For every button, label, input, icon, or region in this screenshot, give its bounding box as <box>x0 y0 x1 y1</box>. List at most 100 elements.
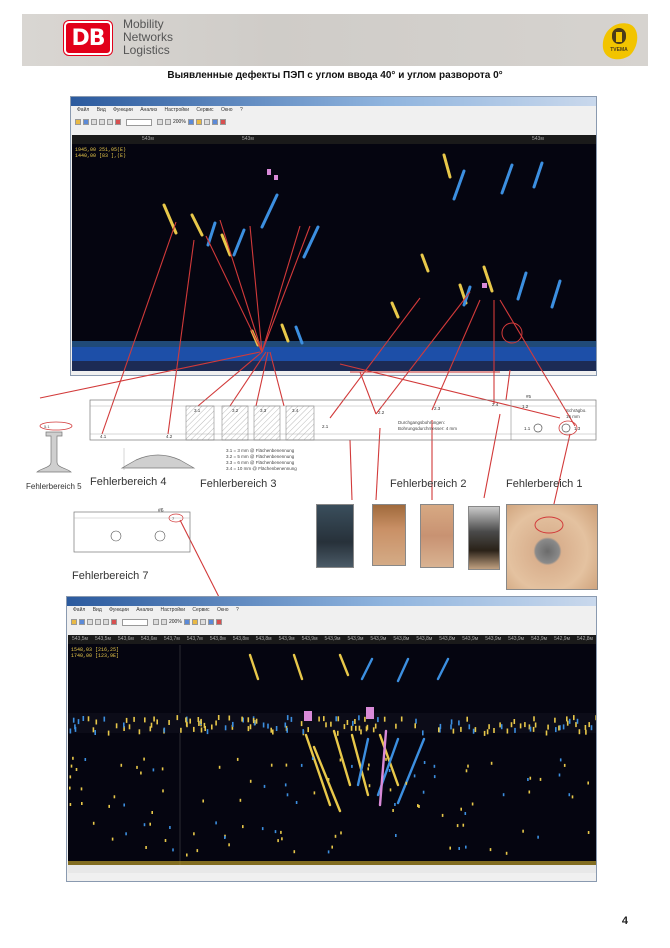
echo-dot <box>539 777 542 781</box>
echo-dot <box>198 721 200 726</box>
position-field[interactable] <box>122 618 148 626</box>
print-icon[interactable] <box>91 119 97 125</box>
chart-icon[interactable] <box>211 119 218 125</box>
settings-icon[interactable] <box>203 119 210 125</box>
echo-dot <box>224 725 227 731</box>
back-icon[interactable] <box>99 119 105 125</box>
print-icon[interactable] <box>87 619 93 625</box>
channel-icon[interactable] <box>187 119 194 125</box>
menu-item[interactable]: Окно <box>220 107 233 113</box>
echo-dot <box>532 726 535 732</box>
forward-icon[interactable] <box>103 619 109 625</box>
km-mark: 543,6м <box>140 636 157 642</box>
bscan-view-top[interactable]: 543м 543м 543м 1945,00 251,05(E) 1440,00… <box>72 135 596 371</box>
window-titlebar[interactable] <box>67 597 596 606</box>
rail-diagram: 5.1 Fehlerbereich 5 4.1 4.2 3.1 3.2 <box>26 378 600 600</box>
echo-dot <box>522 829 524 833</box>
km-mark: 543,8м <box>209 636 226 642</box>
menu-item[interactable]: ? <box>239 107 243 113</box>
echo-dot <box>335 716 337 722</box>
echo-dot <box>452 728 455 734</box>
menu-item[interactable]: Анализ <box>140 107 158 113</box>
echo-dot <box>94 730 96 735</box>
menu-item[interactable]: Настройки <box>160 607 186 613</box>
tvema-logo: TVEMA <box>602 23 638 60</box>
menu-item[interactable]: ? <box>235 607 239 613</box>
save-icon[interactable] <box>83 119 89 125</box>
echo-dot <box>358 725 361 731</box>
zoom-in-icon[interactable] <box>157 119 163 125</box>
filter-icon[interactable] <box>191 619 198 625</box>
echo-dot <box>196 849 199 853</box>
echo-dot <box>69 775 72 779</box>
settings-icon[interactable] <box>199 619 206 625</box>
chart-icon[interactable] <box>207 619 214 625</box>
mark-icon[interactable] <box>219 119 226 125</box>
menu-item[interactable]: Вид <box>92 607 102 613</box>
filter-icon[interactable] <box>195 119 202 125</box>
echo-dot <box>568 793 571 797</box>
echo-dot <box>262 722 265 728</box>
save-icon[interactable] <box>79 619 85 625</box>
echo-dot <box>500 724 503 730</box>
echo-dot <box>576 718 579 724</box>
echo-dot <box>125 717 128 723</box>
echo-dot <box>422 790 425 794</box>
defect-photo-hole <box>506 504 598 590</box>
menu-item[interactable]: Вид <box>96 107 106 113</box>
channel-icon[interactable] <box>183 619 190 625</box>
open-icon[interactable] <box>71 619 77 625</box>
echo-dot <box>354 719 356 724</box>
echo-signal <box>452 169 466 201</box>
menu-item[interactable]: Окно <box>216 607 229 613</box>
echo-dot <box>355 725 357 731</box>
km-mark: 543,8м <box>232 636 249 642</box>
echo-dot <box>143 757 145 761</box>
open-icon[interactable] <box>75 119 81 125</box>
echo-dot <box>346 720 349 725</box>
echo-dot <box>467 764 469 768</box>
zoom-out-icon[interactable] <box>165 119 171 125</box>
km-mark: 543,8м <box>416 636 433 642</box>
echo-dot <box>69 803 72 806</box>
echo-signal <box>206 221 217 247</box>
echo-dot <box>92 727 95 733</box>
zoom-level[interactable]: 200% <box>169 619 182 625</box>
menu-item[interactable]: Анализ <box>136 607 154 613</box>
echo-dot <box>405 781 408 785</box>
echo-dot <box>559 758 562 762</box>
echo-signal <box>162 203 178 235</box>
echo-dot <box>193 726 195 732</box>
menu-item[interactable]: Функции <box>113 107 133 113</box>
echo-dot <box>367 767 369 771</box>
echo-dot <box>351 764 353 768</box>
echo-dot <box>323 716 325 722</box>
menu-item[interactable]: Сервис <box>192 607 210 613</box>
zoom-level[interactable]: 200% <box>173 119 186 125</box>
position-field[interactable] <box>126 118 152 126</box>
mark-label: 2.3 <box>434 406 441 411</box>
menu-item[interactable]: Файл <box>77 107 90 113</box>
echo-dot <box>377 717 379 723</box>
back-icon[interactable] <box>95 619 101 625</box>
zoom-out-icon[interactable] <box>161 619 167 625</box>
echo-dot <box>261 827 264 831</box>
menu-item[interactable]: Функции <box>109 607 129 613</box>
echo-signal <box>532 161 544 189</box>
echo-dot <box>286 793 289 797</box>
menu-item[interactable]: Настройки <box>164 107 190 113</box>
menu-item[interactable]: Сервис <box>196 107 214 113</box>
stop-icon[interactable] <box>115 119 121 125</box>
echo-dot <box>337 716 340 722</box>
window-titlebar[interactable] <box>71 97 596 106</box>
mark-icon[interactable] <box>215 619 222 625</box>
echo-dot <box>149 822 151 826</box>
menu-item[interactable]: Файл <box>73 607 86 613</box>
echo-dot <box>441 813 444 817</box>
forward-icon[interactable] <box>107 119 113 125</box>
zoom-in-icon[interactable] <box>153 619 159 625</box>
stop-icon[interactable] <box>111 619 117 625</box>
echo-dot <box>232 721 234 727</box>
km-mark: 543,9м <box>347 636 364 642</box>
